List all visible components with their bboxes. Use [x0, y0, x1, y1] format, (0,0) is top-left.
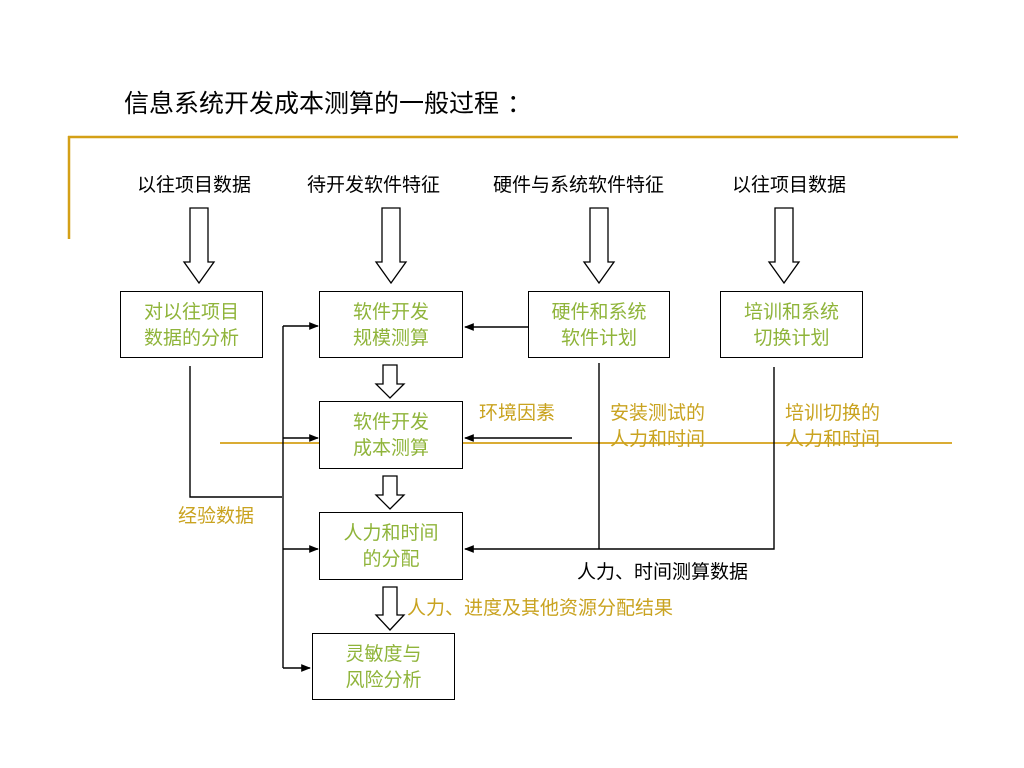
- node-past-data-analysis: 对以往项目 数据的分析: [120, 291, 263, 358]
- note-training-switch-labor: 培训切换的 人力和时间: [785, 402, 881, 450]
- block-arrow-cost-to-allocation: [374, 475, 406, 510]
- node-sensitivity-risk-analysis: 灵敏度与 风险分析: [312, 633, 455, 700]
- note-experience-data: 经验数据: [178, 505, 255, 527]
- input-software-features: 待开发软件特征: [307, 174, 441, 196]
- slide-title: 信息系统开发成本测算的一般过程 ：: [124, 89, 532, 118]
- node-hardware-software-plan: 硬件和系统 软件计划: [528, 291, 670, 358]
- note-allocation-results: 人力、进度及其他资源分配结果: [407, 597, 674, 619]
- note-labor-time-data: 人力、时间测算数据: [577, 561, 749, 583]
- block-arrow-input-1: [182, 207, 216, 285]
- node-labor-time-allocation: 人力和时间 的分配: [319, 512, 463, 580]
- input-past-project-data: 以往项目数据: [137, 174, 252, 196]
- input-hardware-system-features: 硬件与系统软件特征: [493, 174, 665, 196]
- accent-frame: [67, 135, 958, 239]
- note-install-test-labor: 安装测试的 人力和时间: [610, 402, 706, 450]
- block-arrow-scale-to-cost: [374, 364, 406, 399]
- input-past-project-data-2: 以往项目数据: [732, 174, 847, 196]
- block-arrow-input-3: [582, 207, 616, 285]
- block-arrow-allocation-to-risk: [374, 586, 406, 631]
- node-training-switch-plan: 培训和系统 切换计划: [720, 291, 863, 358]
- node-cost-estimate: 软件开发 成本测算: [319, 401, 463, 469]
- block-arrow-input-2: [374, 207, 408, 285]
- block-arrow-input-4: [767, 207, 801, 285]
- node-scale-estimate: 软件开发 规模测算: [319, 291, 463, 358]
- note-environment-factors: 环境因素: [479, 402, 556, 424]
- connector-lines: [189, 322, 775, 672]
